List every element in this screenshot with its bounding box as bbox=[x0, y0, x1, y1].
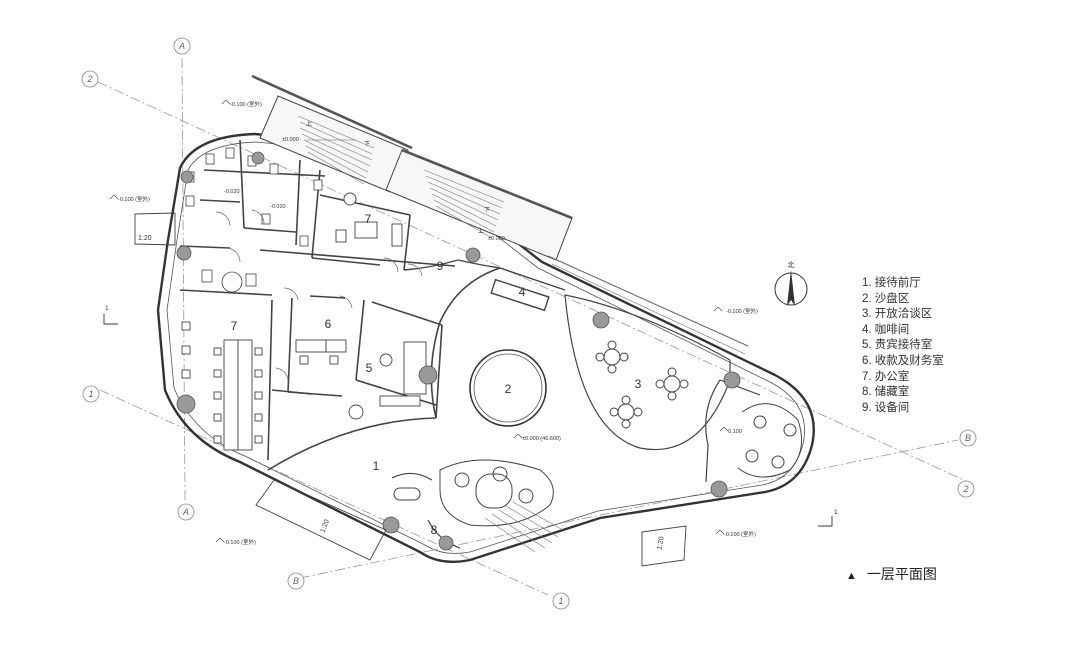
room-legend: 1. 接待前厅 2. 沙盘区 3. 开放洽谈区 4. 咖啡间 5. 贵宾接待室 … bbox=[862, 276, 944, 416]
axis-label-a-top: A bbox=[178, 41, 185, 51]
axis-lines bbox=[97, 57, 969, 596]
interior-walls bbox=[179, 139, 501, 471]
level-mark: -0.100 (室外) bbox=[224, 538, 256, 546]
level-mark: -0.100 (室外) bbox=[724, 530, 756, 538]
room-number: 7 bbox=[365, 212, 372, 226]
room-number: 5 bbox=[366, 361, 373, 375]
north-label: 北 bbox=[788, 261, 795, 269]
level-mark: ±0.000 bbox=[488, 236, 505, 242]
axis-label-1-bottom: 1 bbox=[558, 596, 563, 606]
level-mark: -0.020 bbox=[224, 189, 240, 195]
section-mark-label: 1 bbox=[834, 509, 838, 516]
north-arrow bbox=[774, 270, 808, 306]
ramp-label: 1:20 bbox=[138, 235, 152, 242]
axis-label-a-bottom: A bbox=[182, 507, 189, 517]
storage-wall bbox=[427, 519, 461, 549]
section-mark-label: 1 bbox=[105, 305, 109, 312]
legend-item: 8. 储藏室 bbox=[862, 386, 910, 399]
office-furniture bbox=[181, 192, 427, 451]
stair-label: 下 bbox=[364, 141, 370, 148]
level-mark: ±0.000 (46.600) bbox=[522, 436, 561, 442]
room-number: 6 bbox=[325, 317, 332, 331]
room-number: 4 bbox=[519, 285, 526, 299]
stair-block-left bbox=[251, 74, 413, 193]
legend-item: 9. 设备间 bbox=[862, 401, 910, 414]
room-9-walls bbox=[403, 259, 566, 312]
legend-item: 2. 沙盘区 bbox=[862, 292, 910, 305]
drawing-title-text: 一层平面图 bbox=[866, 566, 937, 582]
section-marks bbox=[103, 314, 833, 527]
axis-label-2-left: 2 bbox=[86, 74, 92, 84]
legend-item: 7. 办公室 bbox=[862, 370, 910, 383]
level-triangles bbox=[109, 99, 729, 543]
room-number: 1 bbox=[373, 459, 380, 473]
level-mark: ±0.000 bbox=[282, 137, 299, 143]
sandtable-platform bbox=[469, 349, 547, 427]
door-swings bbox=[215, 209, 423, 381]
legend-item: 6. 收款及财务室 bbox=[862, 354, 944, 367]
room-number: 2 bbox=[505, 382, 512, 396]
room-number: 3 bbox=[635, 377, 642, 391]
axis-label-2-right: 2 bbox=[962, 484, 968, 494]
ramp-label: 1:20 bbox=[656, 536, 665, 551]
stair-label: 上 bbox=[478, 227, 484, 235]
table-sets bbox=[595, 340, 689, 429]
room-number: 7 bbox=[231, 319, 238, 333]
level-mark: -0.100 (室外) bbox=[230, 100, 262, 108]
ramp-label: 1:20 bbox=[320, 519, 331, 534]
level-mark: -0.100 (室外) bbox=[118, 195, 150, 203]
axis-bubbles bbox=[81, 37, 977, 610]
lobby-seating bbox=[391, 459, 564, 553]
stair-label: 上 bbox=[306, 120, 312, 128]
legend-item: 5. 贵宾接待室 bbox=[862, 339, 933, 352]
legend-item: 3. 开放洽谈区 bbox=[862, 308, 933, 321]
seat-pods bbox=[737, 403, 803, 478]
exterior-wall bbox=[156, 132, 815, 563]
room-number: 8 bbox=[431, 523, 438, 537]
level-mark: -0.100 (室外) bbox=[726, 307, 758, 315]
structural-columns bbox=[176, 151, 741, 551]
triangle-icon: ▲ bbox=[846, 570, 857, 582]
legend-item: 1. 接待前厅 bbox=[862, 277, 921, 289]
drawing-title: ▲ 一层平面图 bbox=[846, 564, 937, 584]
entrance-ramps bbox=[134, 212, 687, 567]
axis-label-1-left: 1 bbox=[88, 389, 93, 399]
axis-label-b-bottom: B bbox=[293, 576, 299, 586]
level-mark: -0.020 bbox=[270, 204, 286, 210]
stair-label: 下 bbox=[484, 207, 490, 214]
legend-item: 4. 咖啡间 bbox=[862, 323, 910, 336]
level-mark: 0.100 bbox=[728, 429, 742, 435]
room-number: 9 bbox=[437, 259, 444, 273]
axis-label-b-right: B bbox=[965, 433, 971, 443]
stair-block-right bbox=[385, 148, 749, 355]
